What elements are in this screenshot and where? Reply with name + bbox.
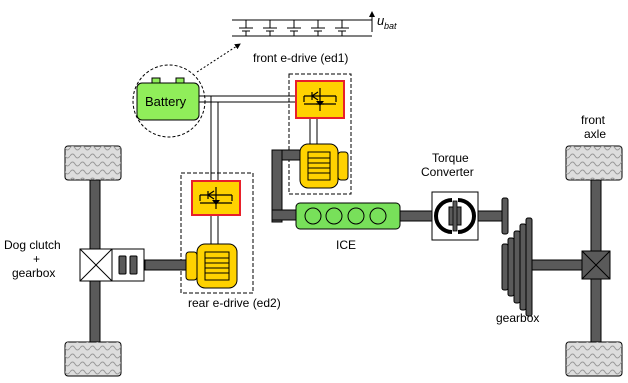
- front-wheel-top-icon: [565, 145, 623, 181]
- ice-engine-icon: [295, 202, 401, 230]
- front-edrive-unit: [288, 73, 352, 195]
- ice-output-shaft: [399, 210, 433, 222]
- torque-converter-icon: [431, 191, 479, 241]
- battery-icon: Battery: [132, 64, 206, 138]
- transmission-input-disc: [501, 197, 509, 235]
- zoom-pointer-arrow: [196, 43, 241, 73]
- front-axle: [565, 145, 623, 377]
- rear-inverter-icon: [191, 180, 241, 216]
- front-axle-label-1: front: [581, 113, 606, 127]
- gearbox-label: gearbox: [496, 311, 539, 325]
- front-axle-label-2: axle: [584, 127, 606, 141]
- dog-clutch-label-2: +: [33, 252, 40, 266]
- dc-bus-wires: [199, 95, 318, 244]
- dog-clutch-gearbox-icon: [79, 248, 145, 282]
- torque-converter-label-1: Torque: [432, 151, 469, 165]
- rear-wheel-bottom-icon: [64, 341, 122, 377]
- rear-axle: [64, 145, 145, 377]
- dog-clutch-label-1: Dog clutch: [4, 238, 61, 252]
- front-gearbox-icon: [501, 217, 587, 317]
- rear-motor-shaft: [144, 259, 187, 271]
- battery-label: Battery: [145, 94, 187, 109]
- torque-converter-output-shaft: [477, 210, 505, 222]
- voltage-label: u: [377, 13, 384, 28]
- front-motor-icon: [299, 143, 349, 189]
- front-inverter-icon: [295, 80, 345, 119]
- ice-label: ICE: [336, 238, 356, 252]
- rear-wheel-top-icon: [64, 145, 122, 181]
- front-differential-icon: [581, 250, 611, 280]
- front-wheel-bottom-icon: [565, 341, 623, 377]
- rear-edrive-label: rear e-drive (ed2): [188, 296, 281, 310]
- rear-edrive-unit: [180, 172, 254, 294]
- voltage-subscript: bat: [384, 21, 397, 31]
- front-edrive-label: front e-drive (ed1): [253, 51, 348, 65]
- dog-clutch-label-3: gearbox: [12, 266, 55, 280]
- rear-motor-icon: [185, 243, 238, 289]
- torque-converter-label-2: Converter: [421, 165, 474, 179]
- battery-cell-string: u bat: [232, 11, 397, 37]
